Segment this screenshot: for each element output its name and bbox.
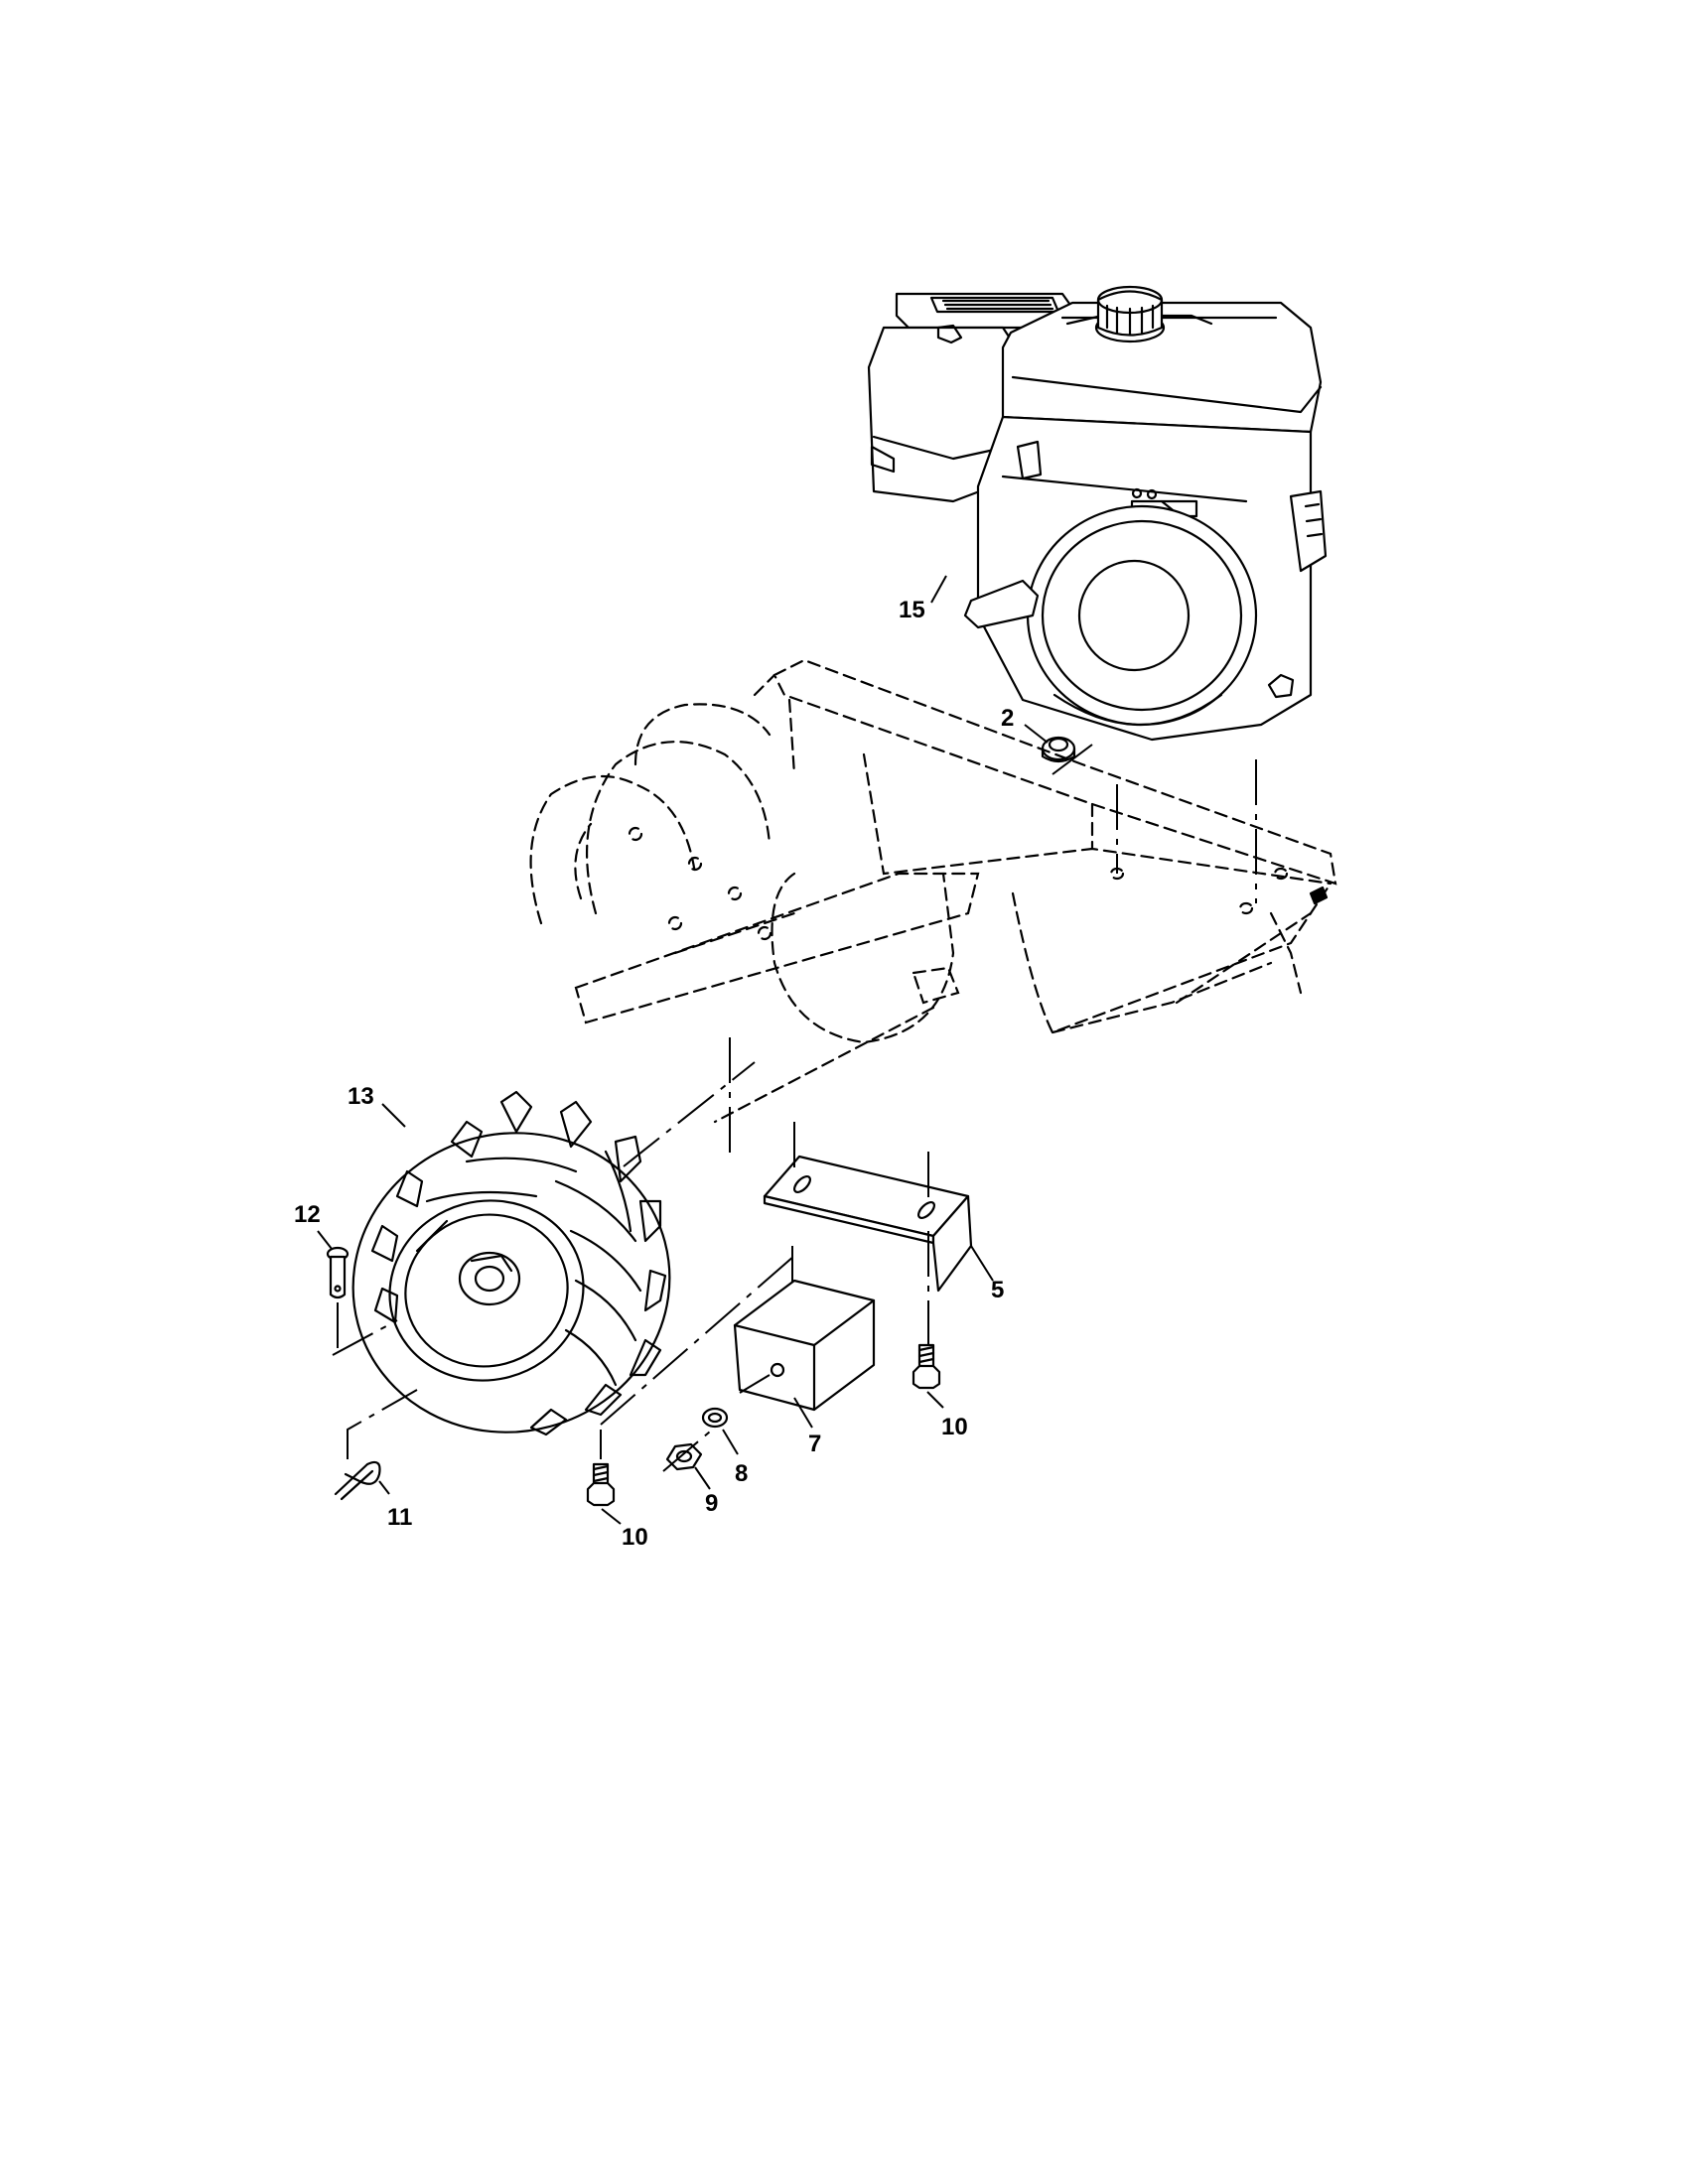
hairpin-clip (334, 1460, 381, 1501)
hex-nut (665, 1442, 703, 1471)
leader-8 (722, 1429, 739, 1455)
callout-15: 15 (899, 597, 925, 623)
callout-11: 11 (387, 1504, 412, 1531)
leader-11 (378, 1480, 390, 1495)
clevis-pin (326, 1246, 350, 1299)
leader-10b (926, 1391, 944, 1409)
bolt-left (586, 1462, 616, 1507)
callout-13: 13 (348, 1083, 374, 1110)
callout-2: 2 (1001, 705, 1014, 732)
bolt-right (912, 1343, 941, 1390)
leader-2 (1024, 724, 1049, 744)
leader-7 (793, 1397, 813, 1429)
leader-9 (694, 1466, 711, 1490)
wheel-weight (733, 1279, 876, 1412)
callout-8: 8 (735, 1460, 748, 1487)
tiller-frame-phantom (529, 658, 1337, 1124)
callout-12: 12 (294, 1201, 321, 1228)
leader-12 (317, 1230, 333, 1250)
leader-10a (601, 1508, 622, 1525)
engine-mount-nut (1041, 736, 1076, 763)
callout-10-right: 10 (941, 1414, 968, 1440)
callout-10-left: 10 (622, 1524, 648, 1551)
weight-bracket (763, 1155, 973, 1293)
leader-15 (930, 575, 947, 604)
callout-9: 9 (705, 1490, 718, 1517)
leader-13 (381, 1103, 406, 1128)
lock-washer (701, 1407, 729, 1429)
leader-5 (970, 1245, 994, 1282)
callout-7: 7 (808, 1431, 821, 1457)
tiller-wheel (351, 1090, 671, 1436)
engine (867, 285, 1328, 742)
callout-5: 5 (991, 1277, 1004, 1303)
